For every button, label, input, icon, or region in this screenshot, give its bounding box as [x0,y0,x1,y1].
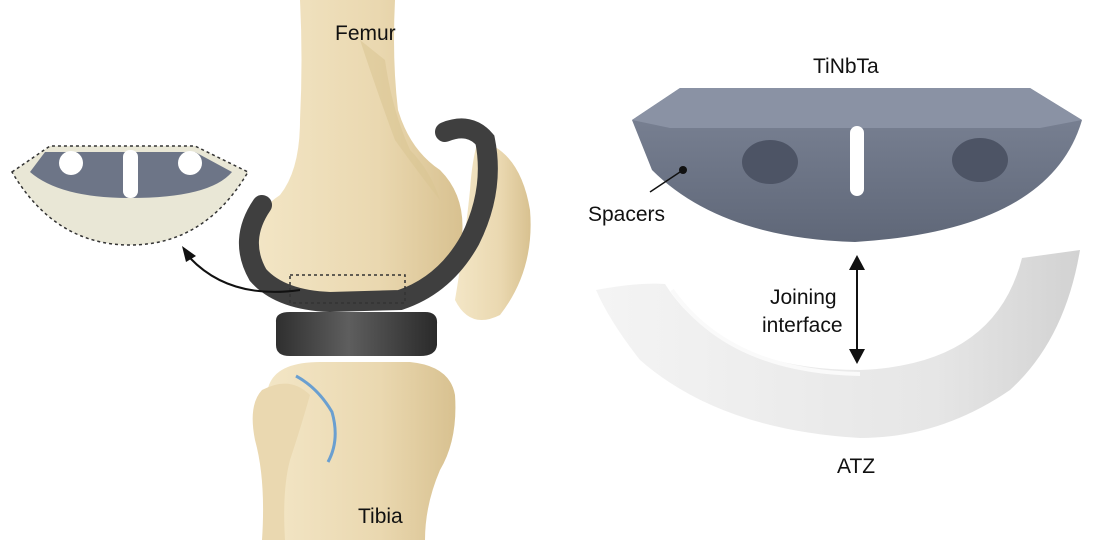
tinbta-top-face [632,88,1082,128]
femur-bone [250,0,463,300]
label-joining-line1: Joining [770,286,837,309]
joining-arrowhead-down [849,349,865,364]
label-spacers: Spacers [588,203,665,226]
tinbta-hole-left [742,140,798,184]
label-femur: Femur [335,22,396,45]
tibial-insert [276,312,437,356]
label-tinbta: TiNbTa [813,55,879,78]
label-joining-line2: interface [762,314,843,337]
tinbta-slot [850,126,864,196]
inset-slot [123,150,138,198]
magnify-arrowhead [182,246,196,262]
atz-component [596,250,1080,438]
inset-hole-left [59,151,83,175]
label-tibia: Tibia [358,505,403,528]
tinbta-hole-right [952,138,1008,182]
inset-hole-right [178,151,202,175]
joining-arrowhead-up [849,255,865,270]
label-atz: ATZ [837,455,875,478]
